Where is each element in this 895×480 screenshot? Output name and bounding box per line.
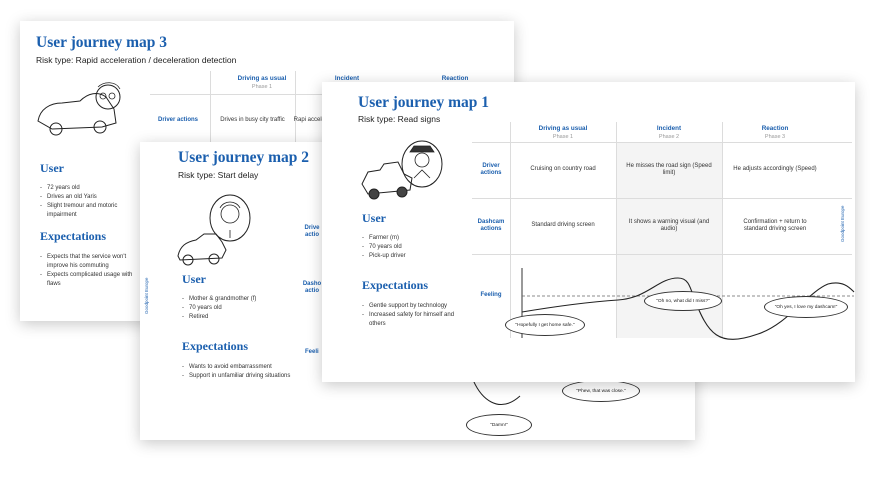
phase-label: Incident [335, 75, 359, 82]
journey-map-1-slide: User journey map 1 Risk type: Read signs… [322, 82, 855, 382]
user-heading: User [182, 272, 206, 287]
car-and-driver-illustration [32, 79, 127, 141]
phase-number: Phase 2 [616, 133, 722, 141]
row-label-driver-actions: Drive actio [300, 220, 324, 244]
car-and-driver-illustration [360, 134, 460, 204]
expectations-heading: Expectations [182, 339, 248, 354]
list-item: Expects that the service won't improve h… [40, 253, 140, 271]
phase-number: Phase 1 [510, 133, 616, 141]
slide-title: User journey map 1 [358, 94, 489, 112]
expectations-list: Expects that the service won't improve h… [40, 253, 140, 289]
table-cell: He misses the road sign (Speed limit) [620, 142, 718, 198]
phase-header-2: Incident Phase 2 [616, 125, 722, 141]
side-brand-text: Goodpoint Europe [144, 277, 149, 314]
risk-type: Risk type: Rapid acceleration / decelera… [36, 55, 236, 65]
phase-number: Phase 3 [722, 133, 828, 141]
row-label-driver-actions: Driver actions [472, 142, 510, 198]
list-item: Increased safety for himself and others [362, 311, 472, 329]
expectations-heading: Expectations [362, 278, 428, 293]
side-brand-text: Goodpoint Europe [840, 205, 845, 242]
list-item: Retired [182, 313, 302, 322]
list-item: Drives an old Yaris [40, 193, 140, 202]
expectations-list: Wants to avoid embarrassment Support in … [182, 363, 302, 381]
table-cell: Confirmation + return to standard drivin… [732, 198, 818, 254]
slide-title: User journey map 2 [178, 149, 309, 167]
table-cell: He adjusts accordingly (Speed) [726, 142, 824, 198]
phase-header-3: Reaction Phase 3 [722, 125, 828, 141]
speech-bubble: "Damn!" [466, 414, 532, 436]
user-list: 72 years old Drives an old Yaris Slight … [40, 184, 140, 220]
speech-bubble: "Hopefully I get home safe." [505, 314, 585, 336]
list-item: 70 years old [362, 243, 472, 252]
row-label-driver-actions: Driver actions [148, 106, 208, 136]
row-label-dashcam-actions: Dashcam actions [472, 198, 510, 254]
list-item: 72 years old [40, 184, 140, 193]
row-label-dashcam-actions: Dasho actio [300, 276, 324, 300]
speech-bubble: "Oh yes, I love my dashcam!" [764, 296, 848, 318]
expectations-list: Gentle support by technology Increased s… [362, 302, 472, 329]
list-item: Farmer (m) [362, 234, 472, 243]
table-cell: Cruising on country road [514, 142, 612, 198]
user-heading: User [40, 161, 64, 176]
phase-label: Driving as usual [539, 125, 588, 132]
list-item: Support in unfamiliar driving situations [182, 372, 302, 381]
table-cell: It shows a warning visual (and audio) [620, 198, 718, 254]
phase-label: Incident [657, 125, 681, 132]
phase-number: Phase 1 [212, 83, 312, 91]
table-cell: Standard driving screen [526, 198, 600, 254]
list-item: Expects complicated usage with flaws [40, 271, 140, 289]
risk-type: Risk type: Read signs [358, 114, 440, 124]
slide-title: User journey map 3 [36, 34, 167, 52]
list-item: 70 years old [182, 304, 302, 313]
user-list: Mother & grandmother (f) 70 years old Re… [182, 295, 302, 322]
phase-header-1: Driving as usual Phase 1 [212, 75, 312, 91]
phase-label: Reaction [762, 125, 789, 132]
user-heading: User [362, 211, 386, 226]
list-item: Slight tremour and motoric impairment [40, 202, 140, 220]
expectations-heading: Expectations [40, 229, 106, 244]
risk-type: Risk type: Start delay [178, 170, 258, 180]
list-item: Mother & grandmother (f) [182, 295, 302, 304]
phase-label: Reaction [442, 75, 469, 82]
row-label-feeling: Feeling [472, 282, 510, 310]
user-list: Farmer (m) 70 years old Pick-up driver [362, 234, 472, 261]
phase-header-1: Driving as usual Phase 1 [510, 125, 616, 141]
speech-bubble: "Phew, that was close." [562, 380, 640, 402]
car-and-driver-illustration [176, 194, 276, 266]
list-item: Pick-up driver [362, 252, 472, 261]
speech-bubble: "Oh no, what did I miss?" [644, 291, 722, 311]
list-item: Gentle support by technology [362, 302, 472, 311]
phase-label: Driving as usual [238, 75, 287, 82]
list-item: Wants to avoid embarrassment [182, 363, 302, 372]
table-cell: Drives in busy city traffic [210, 106, 295, 136]
